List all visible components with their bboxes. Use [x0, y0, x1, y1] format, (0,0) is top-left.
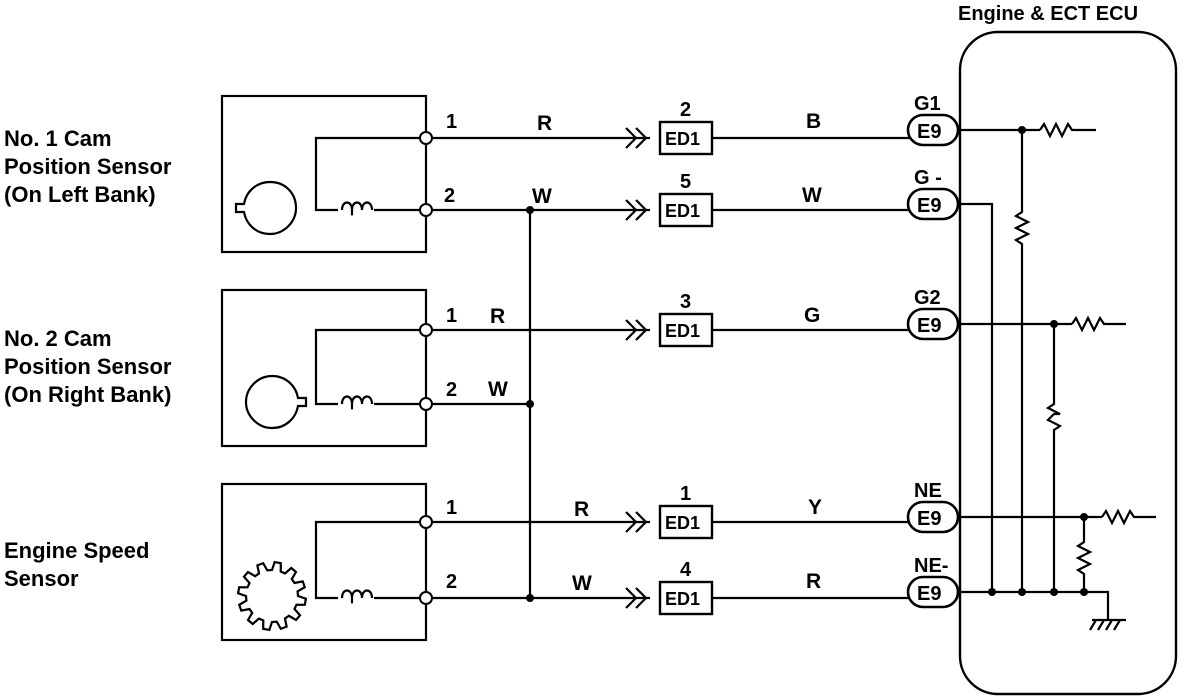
- connector-box: [658, 504, 714, 540]
- sensor-2-box: [220, 288, 428, 448]
- ecu-junctions: [988, 126, 1088, 596]
- sensor-1-label: No. 1 Cam Position Sensor (On Left Bank): [4, 126, 172, 207]
- harness-wires: [432, 136, 650, 600]
- sensor-2-name-line-1: No. 2 Cam: [4, 326, 112, 351]
- sensor-1-box: [220, 94, 428, 254]
- sensor-1-pin-1: 1: [446, 111, 457, 133]
- connector-pin-number: 2: [680, 99, 691, 121]
- ecu-terminal-connector: E9: [917, 508, 941, 530]
- wire-color-g: G: [804, 304, 820, 327]
- sensor-2-pin-2: 2: [446, 379, 457, 401]
- ecu-terminal-shape: [906, 113, 960, 147]
- magnet-rotor-icon: [234, 180, 298, 236]
- connector-code: ED1: [665, 129, 700, 149]
- connector-pin-number: 5: [680, 171, 691, 193]
- resistor-icon: [1071, 315, 1126, 333]
- resistor-icon: [1039, 121, 1096, 139]
- sensor-1-name-line-3: (On Left Bank): [4, 182, 156, 207]
- sensor-3-name-line-2: Sensor: [4, 566, 79, 591]
- resistor-icon: [1013, 130, 1031, 592]
- ecu-wires: [712, 136, 910, 600]
- connector-box: [658, 120, 714, 156]
- connector-pin-number: 1: [680, 483, 691, 505]
- sensor-3-pin-1-color: R: [574, 498, 589, 521]
- sensor-1-name-line-2: Position Sensor: [4, 154, 172, 179]
- sensor-3-pin-2-color: W: [572, 572, 592, 595]
- ecu-terminal-shape: [906, 307, 960, 341]
- connector-code: ED1: [665, 201, 700, 221]
- sensor-2-pin-1: 1: [446, 305, 457, 327]
- sensor-1-name-line-1: No. 1 Cam: [4, 126, 112, 151]
- resistor-icon: [1075, 517, 1093, 592]
- ecu-terminal: E9 NE-: [906, 555, 960, 609]
- sensor-3-label: Engine Speed Sensor: [4, 538, 149, 591]
- ecu-terminal-name: NE: [914, 480, 942, 502]
- ground-icon: [1089, 618, 1126, 631]
- splice-points: [526, 206, 534, 602]
- ecu-terminal-shape: [906, 187, 960, 221]
- connector-chevron-icon: [625, 319, 648, 341]
- sensor-2-label: No. 2 Cam Position Sensor (On Right Bank…: [4, 326, 172, 407]
- ecu-terminal-name: G -: [914, 167, 942, 189]
- ecu-terminal-name: G1: [914, 93, 941, 115]
- ecu-terminal-connector: E9: [917, 583, 941, 605]
- connector-chevron-icon: [625, 511, 648, 533]
- ecu-terminal-connector: E9: [917, 121, 941, 143]
- sensor-1-pin-1-color: R: [537, 112, 552, 135]
- sensor-1-pin-2: 2: [444, 185, 455, 207]
- timing-rotor-gear-icon: [236, 560, 308, 632]
- ecu-terminal-name: G2: [914, 287, 941, 309]
- resistor-icon: [1101, 508, 1156, 526]
- connector-chevron-icon: [625, 127, 648, 149]
- sensor-2-pin-1-color: R: [490, 305, 505, 328]
- ecu-terminal-connector: E9: [917, 195, 941, 217]
- ecu-title: Engine & ECT ECU: [958, 3, 1138, 25]
- connector-box: [658, 580, 714, 616]
- ecu-terminal-shape: [906, 575, 960, 609]
- ecu-internal-circuit: [960, 121, 1156, 631]
- sensor-3-box: [220, 482, 428, 642]
- connector-pin-number: 3: [680, 291, 691, 313]
- sensor-3-name-line-1: Engine Speed: [4, 538, 149, 563]
- ecu-terminal: E9 G -: [906, 167, 960, 221]
- sensor-terminals: [419, 131, 433, 605]
- wire-color-w: W: [802, 184, 822, 207]
- ecu-terminal: E9 NE: [906, 480, 960, 534]
- ecu-terminal-shape: [906, 500, 960, 534]
- coil-icon: [340, 589, 374, 604]
- sensor-2-name-line-2: Position Sensor: [4, 354, 172, 379]
- coil-icon: [340, 395, 374, 410]
- connector-chevron-icon: [625, 199, 648, 221]
- resistor-icon: [1045, 324, 1063, 592]
- sensor-1-pin-2-color: W: [532, 185, 552, 208]
- ecu-terminal-connector: E9: [917, 315, 941, 337]
- wire-color-b: B: [806, 110, 821, 133]
- wire-color-y: Y: [808, 496, 822, 519]
- ecu-terminal-name: NE-: [914, 555, 948, 577]
- sensor-3-pin-2: 2: [446, 571, 457, 593]
- connector-pin-number: 4: [680, 559, 692, 581]
- magnet-rotor-icon: [244, 374, 308, 430]
- connector-chevron-icon: [625, 587, 648, 609]
- coil-icon: [340, 201, 374, 216]
- sensor-2-pin-2-color: W: [488, 378, 508, 401]
- wire-color-r: R: [806, 570, 821, 593]
- connector-code: ED1: [665, 321, 700, 341]
- connector-code: ED1: [665, 589, 700, 609]
- sensor-2-name-line-3: (On Right Bank): [4, 382, 171, 407]
- sensor-3-pin-1: 1: [446, 497, 457, 519]
- ecu-box: [958, 30, 1178, 696]
- connector-code: ED1: [665, 513, 700, 533]
